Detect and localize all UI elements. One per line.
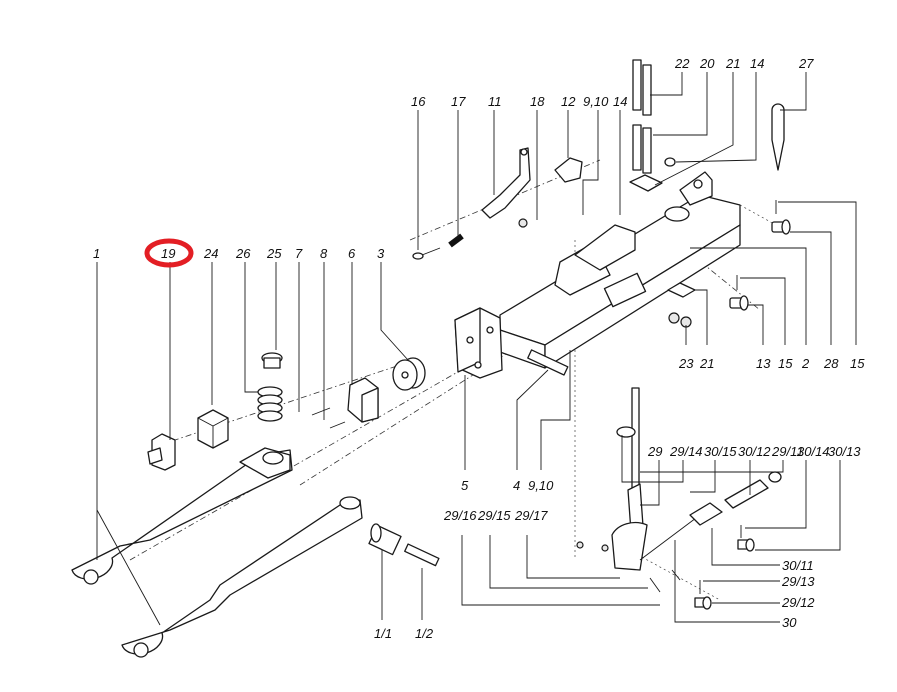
label-30-13: 30/13	[828, 444, 861, 459]
pin-part-28	[771, 200, 791, 235]
bolts-part-22	[632, 59, 652, 116]
label-30-12: 30/12	[738, 444, 771, 459]
highlight-ring	[144, 238, 194, 268]
label-2: 2	[801, 356, 810, 371]
bushing-part-1-1	[368, 523, 402, 556]
bolt-part-16	[412, 247, 441, 260]
label-1-2: 1/2	[415, 626, 434, 641]
label-7: 7	[295, 246, 303, 261]
label-12: 12	[561, 94, 576, 109]
label-29-15: 29/15	[477, 508, 511, 523]
spring-part-17	[448, 233, 464, 248]
label-30-15: 30/15	[704, 444, 737, 459]
label-20: 20	[699, 56, 715, 71]
pin-part-13	[729, 275, 749, 311]
label-28: 28	[823, 356, 839, 371]
lower-link-lower-part-1	[121, 496, 363, 658]
label-29: 29	[647, 444, 662, 459]
label-9-10-mid: 9,10	[528, 478, 554, 493]
nut-part-18	[518, 218, 528, 228]
label-29-11: 29/11	[771, 444, 804, 459]
label-30: 30	[782, 615, 797, 630]
nuts-part-23	[668, 312, 692, 328]
part-labels: 1 19 24 26 25 7 8 6 3 16 17 11 18 12 9,1…	[93, 56, 865, 641]
label-1: 1	[93, 246, 100, 261]
label-26: 26	[235, 246, 251, 261]
label-22: 22	[674, 56, 690, 71]
cube-part-24	[197, 409, 229, 449]
label-15-a: 15	[778, 356, 793, 371]
label-29-14: 29/14	[669, 444, 703, 459]
lower-link-upper-part-1	[71, 447, 293, 585]
label-19: 19	[161, 246, 175, 261]
spring-part-26	[257, 386, 283, 422]
label-8: 8	[320, 246, 328, 261]
label-17: 17	[451, 94, 466, 109]
screws-parts-7-8	[311, 407, 346, 429]
plate-part-21	[629, 174, 663, 192]
label-3: 3	[377, 246, 385, 261]
label-30-14: 30/14	[797, 444, 830, 459]
label-9-10-top: 9,10	[583, 94, 609, 109]
label-4: 4	[513, 478, 520, 493]
label-14-b: 14	[750, 56, 764, 71]
end-bracket-part-5	[454, 307, 503, 379]
label-6: 6	[348, 246, 356, 261]
lever-part-11	[481, 147, 531, 219]
small-parts-29-15-16-17	[576, 541, 681, 593]
label-21-mid: 21	[699, 356, 714, 371]
clip-part-19	[147, 433, 176, 471]
label-18: 18	[530, 94, 545, 109]
label-29-13: 29/13	[781, 574, 815, 589]
label-11: 11	[488, 94, 502, 109]
latch-part-6	[347, 377, 379, 423]
label-15-b: 15	[850, 356, 865, 371]
turnbuckle-part-30	[639, 471, 782, 561]
main-crossbar-part-2	[499, 171, 741, 369]
stabilizer-post-part-29	[611, 387, 648, 571]
plug-part-25	[261, 352, 283, 369]
fork-part-12	[554, 157, 583, 183]
label-29-17: 29/17	[514, 508, 548, 523]
pin-part-30-11	[737, 525, 755, 552]
washer-part-14	[664, 157, 676, 167]
label-25: 25	[266, 246, 282, 261]
pin-part-1-2	[404, 543, 440, 567]
label-30-11: 30/11	[782, 558, 814, 573]
pin-part-29-12	[694, 580, 712, 610]
label-23: 23	[678, 356, 694, 371]
label-16: 16	[411, 94, 426, 109]
leader-lines	[96, 72, 857, 626]
label-13: 13	[756, 356, 771, 371]
label-1-1: 1/1	[374, 626, 392, 641]
label-21-top: 21	[725, 56, 740, 71]
disc-part-3	[392, 357, 426, 391]
label-27: 27	[798, 56, 814, 71]
sleeves-part-20	[632, 124, 652, 174]
pin-part-4	[527, 349, 569, 376]
label-24: 24	[203, 246, 218, 261]
label-29-12: 29/12	[781, 595, 815, 610]
label-14-a: 14	[613, 94, 627, 109]
label-5: 5	[461, 478, 469, 493]
handle-part-27	[771, 103, 785, 171]
label-29-16: 29/16	[443, 508, 477, 523]
